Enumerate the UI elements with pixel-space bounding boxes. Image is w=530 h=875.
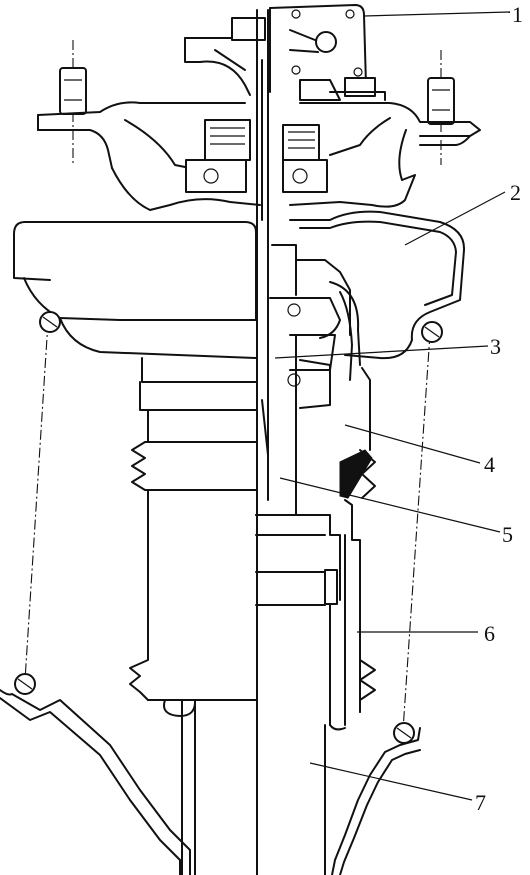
- damping-adjuster-actuator: [184, 4, 386, 101]
- callout-3: 3: [490, 334, 501, 359]
- callout-6: 6: [484, 621, 495, 646]
- damper-upper-collar: [139, 357, 257, 443]
- callout-5: 5: [502, 522, 513, 547]
- right-mount-bolt: [427, 50, 455, 165]
- callout-4: 4: [484, 452, 495, 477]
- damper-body: [129, 489, 376, 875]
- upper-strut-mount: [37, 101, 481, 211]
- upper-spring-seat: [13, 210, 466, 360]
- piston-rod: [256, 9, 269, 875]
- piston-valve-assembly: [261, 244, 361, 516]
- callout-2: 2: [510, 180, 521, 205]
- callout-1: 1: [512, 2, 523, 27]
- left-mount-bolt: [59, 40, 87, 165]
- dust-boot-upper: [131, 367, 376, 499]
- coil-spring-outline: [14, 311, 443, 744]
- leader-lines: [274, 11, 511, 801]
- reservoir-tube: [255, 499, 361, 731]
- callout-7: 7: [475, 790, 486, 815]
- lower-spring-seat: [0, 689, 421, 875]
